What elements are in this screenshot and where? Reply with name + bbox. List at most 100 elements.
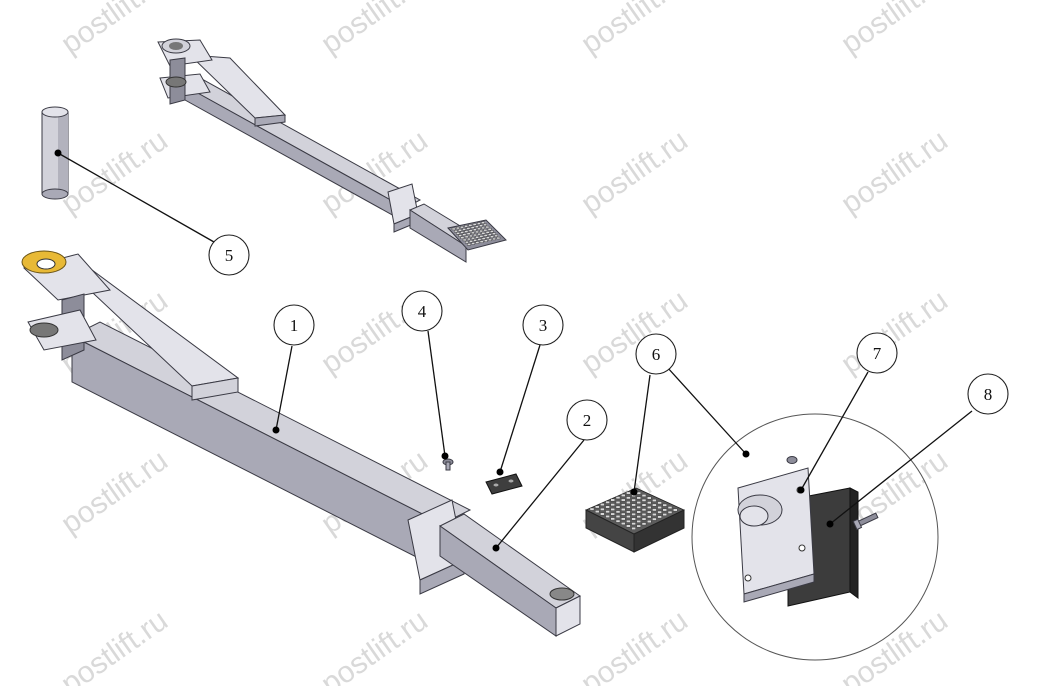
watermark-text: postlift.ru bbox=[315, 604, 434, 686]
pad-cell bbox=[462, 228, 467, 231]
pad-cell bbox=[610, 498, 615, 502]
watermark-text: postlift.ru bbox=[575, 604, 694, 686]
pad-cell bbox=[641, 498, 647, 502]
pad-cell bbox=[467, 243, 471, 246]
pad-cell bbox=[662, 503, 667, 507]
pad-cell bbox=[652, 517, 657, 521]
callout-1-label: 1 bbox=[290, 316, 299, 335]
pad-cell bbox=[621, 503, 626, 507]
leader-dot-6a bbox=[630, 488, 638, 496]
pad-cell bbox=[600, 512, 605, 516]
watermark-text: postlift.ru bbox=[55, 124, 174, 221]
pad-cell bbox=[477, 238, 482, 241]
pad-cell bbox=[641, 513, 647, 516]
pad-cell bbox=[477, 232, 482, 236]
pad-cell bbox=[492, 232, 496, 235]
pad-cell bbox=[652, 513, 657, 516]
pad-cell bbox=[464, 235, 469, 239]
callout-7-label: 7 bbox=[873, 344, 882, 363]
leader-dot-4 bbox=[441, 452, 449, 460]
pad-cell bbox=[473, 233, 477, 237]
callout-8-label: 8 bbox=[984, 385, 993, 404]
pad-cell bbox=[496, 236, 501, 240]
pad-cell bbox=[460, 225, 464, 229]
pad-cell bbox=[468, 224, 473, 227]
pad-cell bbox=[605, 515, 610, 518]
pad-cell bbox=[610, 517, 615, 521]
pad-cell bbox=[481, 226, 486, 230]
pad-cell bbox=[641, 508, 647, 512]
pad-cell bbox=[652, 503, 657, 507]
pad-cell bbox=[479, 224, 483, 227]
rubber-pad-part-6 bbox=[585, 487, 685, 553]
pad-cell bbox=[615, 505, 621, 509]
pad-cell bbox=[462, 233, 467, 236]
large-pad-grid bbox=[589, 489, 678, 530]
pad-cell bbox=[610, 512, 615, 516]
pad-cell bbox=[647, 496, 652, 500]
pad-cell bbox=[673, 508, 678, 512]
pad-cell bbox=[462, 238, 467, 242]
pad-cell bbox=[636, 501, 641, 504]
pad-cell bbox=[486, 236, 490, 239]
pad-cell bbox=[647, 515, 652, 519]
callout-4: 4 bbox=[401, 290, 443, 332]
callout-6: 6 bbox=[635, 333, 677, 375]
watermark-text: postlift.ru bbox=[575, 0, 694, 61]
pad-cell bbox=[615, 510, 621, 514]
pad-cell bbox=[464, 225, 469, 228]
watermark-text: postlift.ru bbox=[55, 0, 174, 61]
leader-dot-5 bbox=[54, 149, 62, 157]
pad-cell bbox=[631, 517, 636, 521]
pad-cell bbox=[621, 522, 626, 526]
callout-8: 8 bbox=[967, 373, 1009, 415]
pad-cell bbox=[647, 506, 652, 509]
pad-cell bbox=[479, 229, 484, 233]
pad-cell bbox=[605, 505, 610, 509]
pad-cell bbox=[641, 494, 647, 497]
watermark-text: postlift.ru bbox=[55, 444, 174, 541]
pad-cell bbox=[466, 227, 471, 230]
pad-cell bbox=[600, 503, 605, 506]
pad-cell bbox=[626, 501, 631, 504]
pad-cell bbox=[466, 232, 471, 235]
pad-cell bbox=[494, 234, 499, 238]
pad-cell bbox=[481, 237, 486, 240]
pad-cell bbox=[475, 225, 479, 228]
pad-cell bbox=[667, 506, 673, 509]
pad-cell bbox=[600, 507, 605, 511]
pad-cell bbox=[483, 223, 488, 227]
pad-cell bbox=[465, 240, 469, 244]
pad-cell bbox=[641, 522, 647, 526]
pad-cell bbox=[657, 515, 662, 519]
pad-cell bbox=[595, 505, 600, 509]
pad-cell bbox=[595, 510, 600, 513]
pad-cell bbox=[626, 505, 631, 509]
pad-cell bbox=[647, 501, 652, 505]
pad-cell bbox=[481, 221, 485, 224]
pad-cell bbox=[626, 496, 631, 500]
pad-cell bbox=[621, 498, 626, 502]
pad-cell bbox=[477, 227, 481, 231]
pad-cell bbox=[460, 231, 465, 234]
main-arm-assembly bbox=[21, 250, 581, 637]
pad-cell bbox=[610, 508, 615, 511]
pad-cell bbox=[470, 226, 475, 229]
pad-cell bbox=[641, 517, 647, 521]
watermark-text: postlift.ru bbox=[835, 284, 954, 381]
screw-part-4 bbox=[442, 458, 454, 471]
pad-cell bbox=[657, 506, 662, 509]
pad-cell bbox=[610, 503, 615, 507]
pad-cell bbox=[615, 519, 621, 523]
pad-cell bbox=[481, 232, 486, 235]
callout-2: 2 bbox=[566, 399, 608, 441]
pad-cell bbox=[631, 508, 636, 511]
pad-cell bbox=[458, 234, 463, 237]
pad-cell bbox=[487, 228, 492, 231]
pad-cell bbox=[657, 510, 662, 514]
pad-cell bbox=[636, 515, 641, 519]
watermark-text: postlift.ru bbox=[835, 0, 954, 61]
pad-cell bbox=[605, 510, 610, 514]
pad-cell bbox=[477, 222, 481, 225]
pad-cell bbox=[456, 232, 460, 235]
